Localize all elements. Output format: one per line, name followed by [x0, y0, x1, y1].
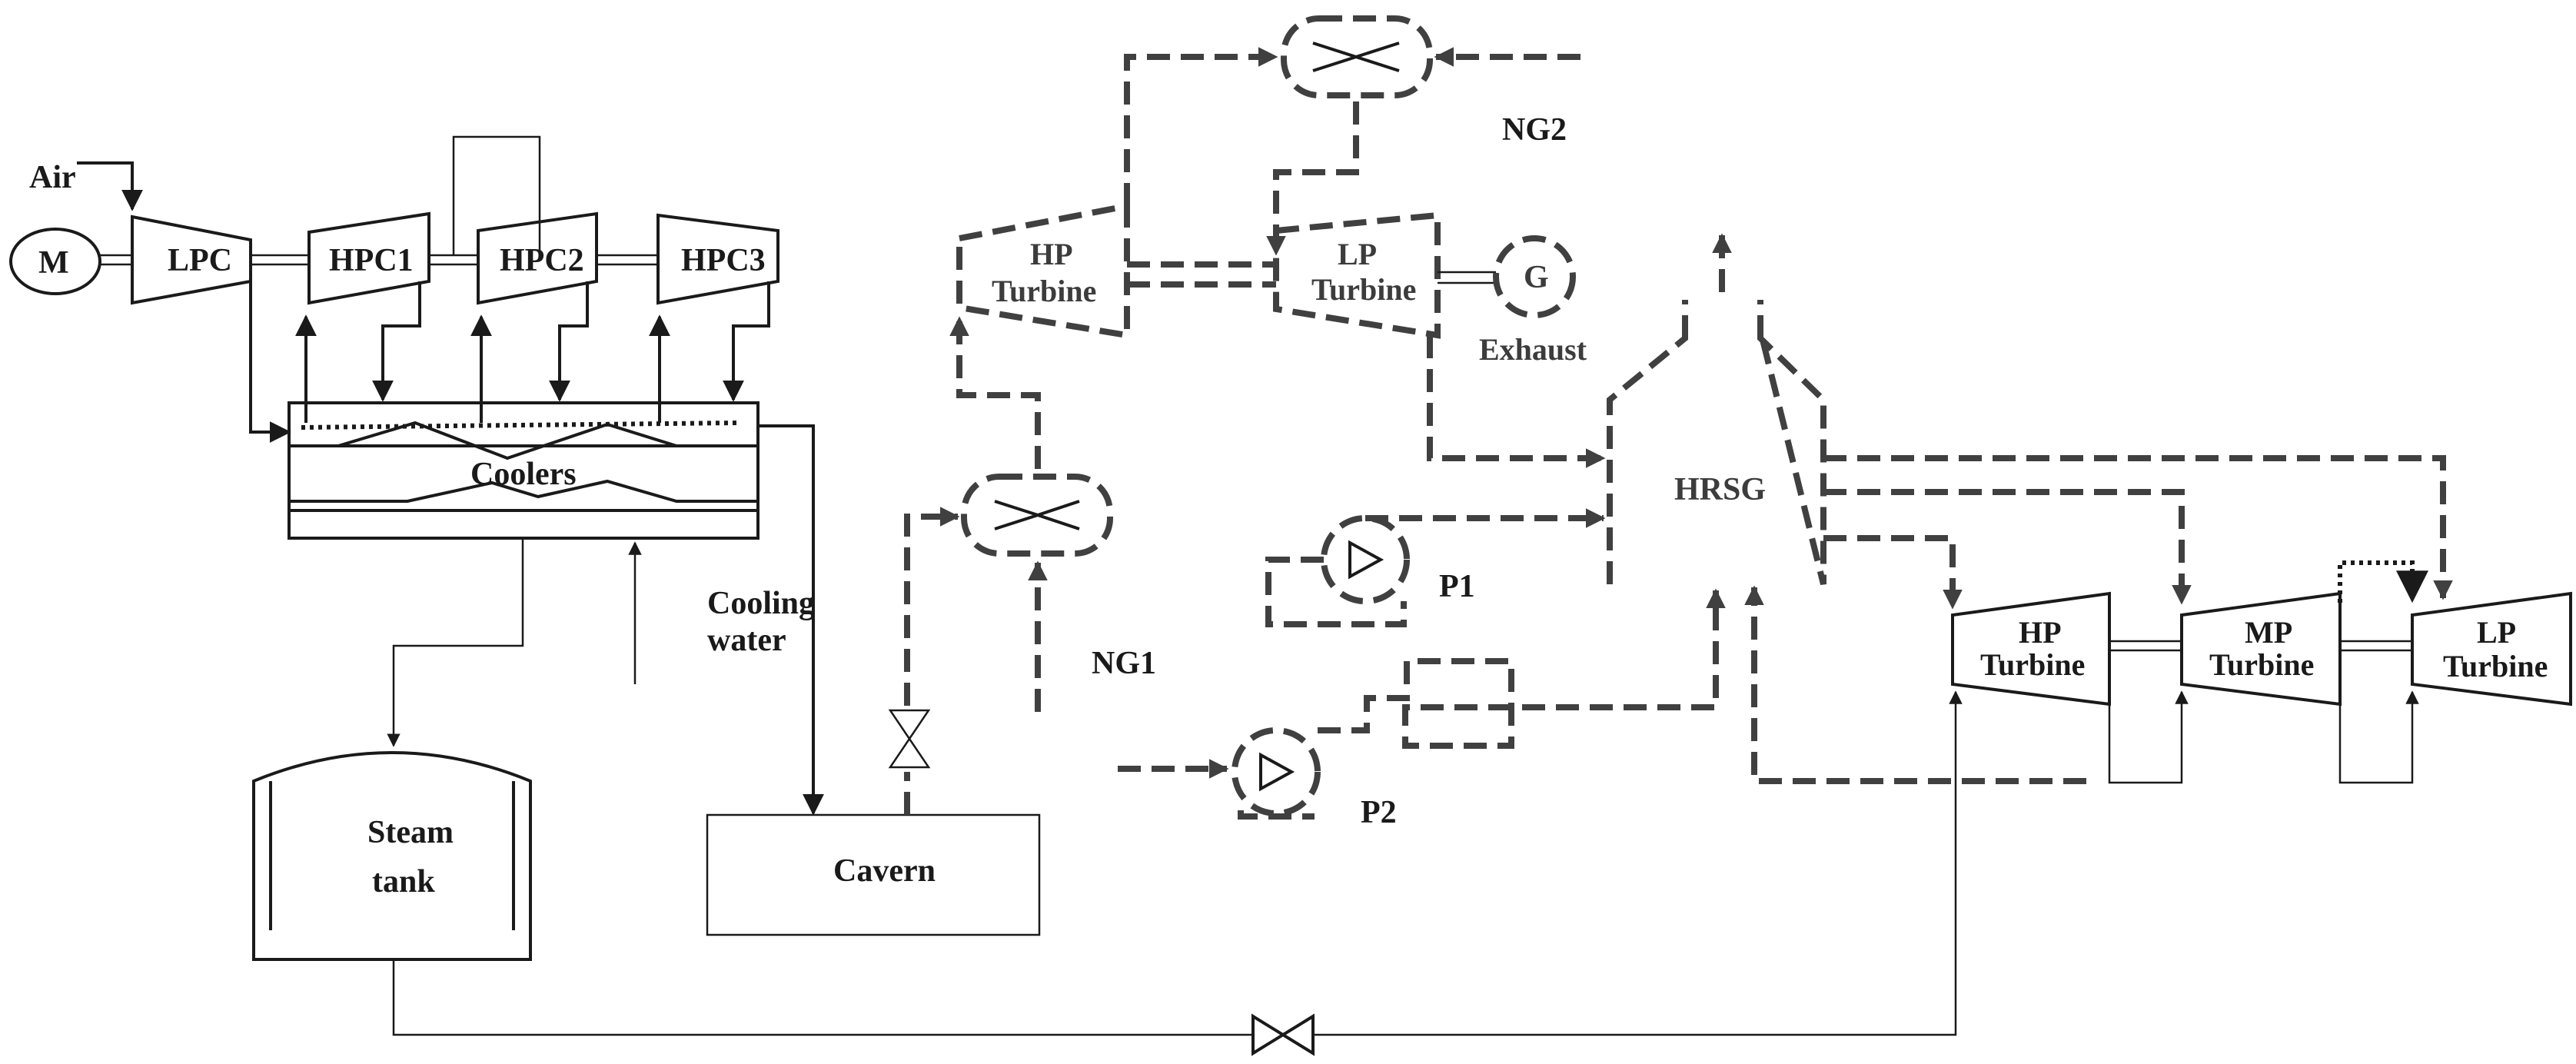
steam-tank-label-2: tank — [372, 864, 435, 899]
p2-label: P2 — [1361, 795, 1397, 830]
lpc-hpc1-shaft — [251, 254, 309, 266]
lp-gas-to-hrsg — [1427, 335, 1606, 468]
compression-train: Air M LPC HPC1 HPC2 HPC3 — [9, 135, 779, 305]
combustor-2-symbol — [1312, 42, 1400, 72]
hpc1-hpc2-shaft — [429, 254, 478, 266]
steam-tank-body — [252, 751, 532, 961]
hp-gas-to-combustor-2 — [1124, 47, 1278, 206]
lp-gas-turbine-label-1: LP — [1338, 237, 1377, 271]
gas-turbine-side: NG1 HP Turbine LP Turbine G Exhaust NG2 — [949, 15, 1606, 712]
coolers-to-cavern — [758, 424, 824, 816]
pump-p2-symbol — [1259, 752, 1295, 792]
coolers-zigzag-1 — [289, 421, 758, 461]
hp-steam-turbine-label-2: Turbine — [1980, 647, 2085, 682]
hpc3-compressor — [656, 213, 779, 305]
mp-to-lp-steam — [2338, 690, 2419, 784]
steam-valve — [1251, 1013, 1315, 1056]
hp-gas-turbine-label-2: Turbine — [992, 274, 1096, 308]
p2-bottom-loop — [1238, 810, 1315, 820]
lp-steam-turbine-label-2: Turbine — [2443, 649, 2548, 683]
pump-p1 — [1321, 515, 1410, 604]
hrsg-to-lp-steam-turbine — [1823, 455, 2453, 600]
hpc1-label: HPC1 — [329, 243, 414, 278]
cooling-water-label-1: Cooling — [707, 586, 815, 621]
hpc1-compressor — [307, 211, 430, 305]
cavern-unit: Cavern — [706, 507, 1041, 936]
steam-tank-to-hp-steam-turbine — [392, 959, 1253, 1036]
hrsg-to-hp-steam-turbine — [1823, 535, 1963, 610]
ng1-label: NG1 — [1092, 646, 1156, 681]
hpc2-label: HPC2 — [500, 243, 584, 278]
air-label: Air — [29, 160, 76, 195]
hrsg-label: HRSG — [1674, 472, 1766, 507]
mp-lp-shaft — [2340, 640, 2412, 652]
hpc2-hpc3-shaft — [597, 254, 658, 266]
gas-turbine-shaft — [1127, 261, 1276, 288]
coolers-zigzag-2 — [289, 479, 758, 503]
hp-to-mp-steam — [2108, 690, 2189, 784]
lp-gas-turbine — [1273, 211, 1441, 339]
p1-loop — [1265, 557, 1407, 627]
cavern-box — [706, 813, 1041, 936]
hpc3-to-cooler — [723, 281, 770, 402]
hrsg-unit: HRSG P1 P2 — [1118, 233, 2453, 830]
pump-p2 — [1231, 727, 1321, 816]
hp-steam-turbine-label-1: HP — [2019, 615, 2062, 650]
hp-mp-shaft — [2109, 640, 2182, 652]
steam-tank-label-1: Steam — [367, 815, 454, 850]
hrsg-stack — [1682, 300, 1763, 338]
cavern-throttle-valve — [888, 709, 931, 769]
mp-lp-bleed-loop — [2338, 560, 2415, 603]
air-inlet-line — [77, 161, 143, 211]
coolers-unit: Coolers Cooling water — [249, 281, 824, 816]
combustor-2-to-lp-gas-turbine — [1266, 101, 1359, 256]
motor-shaft — [100, 254, 132, 266]
valve-to-hp-steam-turbine — [1313, 690, 1963, 1036]
combustor-1 — [961, 474, 1113, 557]
generator — [1493, 235, 1576, 318]
hpc1-to-cooler — [372, 281, 421, 402]
hrsg-to-mp-steam-turbine — [1823, 489, 2192, 605]
hp-gas-turbine-label-1: HP — [1030, 237, 1073, 271]
lpc-label: LPC — [168, 243, 232, 278]
combustor-2 — [1281, 15, 1433, 98]
hp-steam-return-to-hrsg — [1744, 585, 2086, 784]
generator-label: G — [1524, 260, 1549, 295]
exhaust-label: Exhaust — [1479, 332, 1587, 367]
p2-to-hrsg — [1318, 588, 1726, 749]
lp-gas-turbine-label-2: Turbine — [1311, 272, 1416, 307]
p1-label: P1 — [1439, 569, 1475, 604]
hpc2-compressor — [477, 211, 598, 305]
coolers-internal-path — [301, 421, 739, 430]
lpc-to-cooler — [249, 281, 291, 443]
coolers-to-steam-tank — [387, 538, 524, 747]
hpc2-to-cooler — [549, 281, 589, 402]
combustor-1-to-hp-gas-turbine — [949, 316, 1041, 469]
valve-to-combustor-1 — [904, 507, 960, 706]
lp-steam-turbine — [2411, 591, 2572, 707]
mp-steam-turbine-label-1: MP — [2245, 615, 2292, 650]
generator-shaft — [1438, 271, 1496, 284]
motor — [9, 228, 101, 295]
combustor-1-symbol — [994, 500, 1080, 530]
cavern-label: Cavern — [833, 853, 936, 889]
pump-p1-symbol — [1348, 540, 1384, 580]
mp-steam-turbine-label-2: Turbine — [2209, 647, 2314, 682]
steam-turbine-train: HP Turbine MP Turbine LP Turbine — [1951, 560, 2572, 784]
hpc-bypass-loop — [452, 135, 541, 255]
ng2-label: NG2 — [1502, 112, 1567, 148]
coolers-label: Coolers — [470, 457, 577, 492]
hpc3-label: HPC3 — [681, 243, 766, 278]
hp-gas-turbine — [956, 202, 1130, 339]
lp-steam-turbine-label-1: LP — [2477, 615, 2516, 650]
steam-tank: Steam tank — [252, 690, 1963, 1056]
cooling-water-label-2: water — [707, 623, 786, 658]
motor-label: M — [38, 245, 69, 281]
hrsg-body — [1607, 330, 1826, 585]
